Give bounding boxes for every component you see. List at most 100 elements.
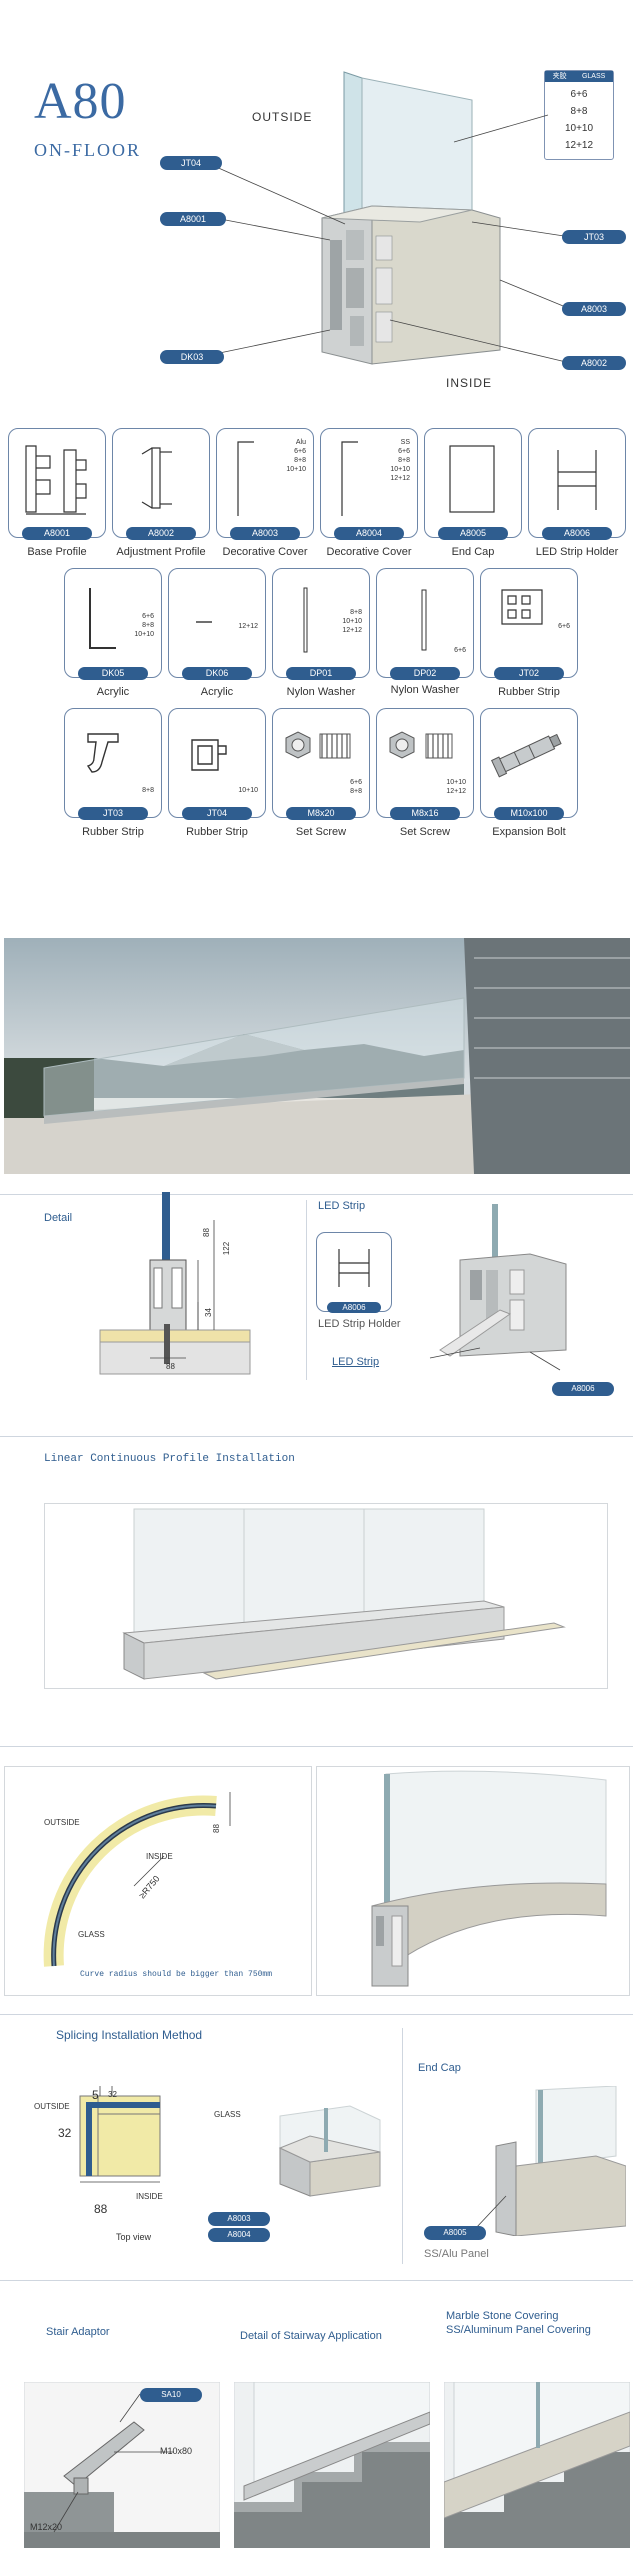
profile-hero-illustration <box>204 71 569 365</box>
curve-dim-label: 88 <box>211 1824 221 1833</box>
part-label: Rubber Strip <box>186 826 248 838</box>
part-code: JT03 <box>78 807 148 820</box>
part-code: M8x20 <box>286 807 356 820</box>
stairway-detail-render <box>234 2382 430 2548</box>
part-label: Set Screw <box>399 826 451 838</box>
balcony-glass-railing-photo <box>4 938 630 1174</box>
part-code: M10x100 <box>494 807 564 820</box>
set-screw-m8x16-drawing <box>389 731 453 759</box>
part-sizes: 8+8 <box>142 787 154 794</box>
part-label: Set Screw <box>295 826 347 838</box>
glass-table-head-0: 夹胶 <box>552 73 567 80</box>
part-label: Rubber Strip <box>82 826 144 838</box>
led-strip-profile-drawing <box>429 1204 567 1371</box>
led-strip-label: LED Strip <box>332 1356 380 1368</box>
detail-title: Detail <box>44 1212 73 1224</box>
set-screw-m8x20-drawing <box>285 731 351 759</box>
part-card-m8x20: 6+6 8+8 M8x20 Set Screw <box>272 708 370 838</box>
part-label: Decorative Cover <box>326 546 412 558</box>
marble-covering-title: Marble Stone Covering <box>446 2310 559 2322</box>
part-sizes: 12+12 <box>238 623 258 630</box>
led-strip-holder-drawing <box>557 450 597 510</box>
part-card-a8006: A8006 LED Strip Holder <box>528 428 626 558</box>
part-sizes: 6+6 <box>454 647 466 654</box>
end-cap-drawing <box>449 445 495 513</box>
panel-covering-render <box>444 2382 630 2548</box>
part-code: A8005 <box>438 527 508 540</box>
callout-dk03: DK03 <box>160 350 224 364</box>
part-code: JT04 <box>182 807 252 820</box>
end-cap-tag: A8005 <box>424 2226 486 2240</box>
stair-adaptor-tag: SA10 <box>140 2388 202 2402</box>
detail-section-drawing <box>99 1192 251 1375</box>
part-sizes: 6+6 8+8 10+10 <box>134 613 154 638</box>
part-label: LED Strip Holder <box>535 546 619 558</box>
stair-bolt-m10x80: M10x80 <box>160 2446 193 2456</box>
part-card-a8005: A8005 End Cap <box>424 428 522 558</box>
stairway-detail-title: Detail of Stairway Application <box>240 2330 382 2342</box>
panel-covering-title: SS/Aluminum Panel Covering <box>446 2324 591 2336</box>
glass-size: 10+10 <box>564 123 594 134</box>
part-label: Nylon Washer <box>286 686 356 698</box>
part-sizes: 10+10 <box>238 787 258 794</box>
linear-installation-title: Linear Continuous Profile Installation <box>44 1453 295 1465</box>
callout-jt03: JT03 <box>562 230 626 244</box>
stair-bolt-m12x20: M12x20 <box>30 2522 63 2532</box>
rubber-strip-jt04-drawing <box>191 739 227 771</box>
decorative-cover-ss-drawing <box>341 441 358 516</box>
part-code: JT02 <box>494 667 564 680</box>
part-code: M8x16 <box>390 807 460 820</box>
end-cap-title: End Cap <box>418 2062 461 2074</box>
part-card-a8003: Alu 6+6 8+8 10+10 A8003 Decorative Cover <box>216 428 314 558</box>
part-label: Acrylic <box>96 686 130 698</box>
rubber-strip-jt03-drawing <box>86 733 119 773</box>
splicing-glass-label: GLASS <box>214 2110 241 2119</box>
splicing-tag-a8003: A8003 <box>208 2212 270 2226</box>
curve-note: Curve radius should be bigger than 750mm <box>80 1970 273 1979</box>
led-holder-icon <box>338 1249 370 1287</box>
curve-diagram-frame <box>4 1766 312 1996</box>
stair-adaptor-drawing <box>24 2382 220 2548</box>
curve-inside-label: INSIDE <box>146 1852 173 1861</box>
glass-size: 8+8 <box>570 106 588 117</box>
curve-profile-render <box>371 1770 607 1987</box>
part-label: Adjustment Profile <box>116 546 206 558</box>
part-card-dp02: 6+6 DP02 Nylon Washer <box>376 568 474 696</box>
nylon-washer-short-drawing <box>421 589 427 651</box>
detail-dim-88-horizontal: 88 <box>166 1362 175 1371</box>
part-sizes: 6+6 <box>558 623 570 630</box>
curve-glass-label: GLASS <box>78 1930 105 1939</box>
expansion-bolt-drawing <box>490 733 562 778</box>
part-card-a8002: A8002 Adjustment Profile <box>112 428 210 558</box>
splicing-top-view-label: Top view <box>116 2232 152 2242</box>
detail-dim-34: 34 <box>203 1308 213 1317</box>
curve-outside-label: OUTSIDE <box>44 1818 80 1827</box>
model-subtitle: ON-FLOOR <box>34 140 142 160</box>
part-card-jt04: 10+10 JT04 Rubber Strip <box>168 708 266 838</box>
part-label: Acrylic <box>200 686 234 698</box>
glass-size: 6+6 <box>570 89 588 100</box>
detail-dim-88-vertical: 88 <box>201 1228 211 1237</box>
curve-photo-frame <box>316 1766 630 1996</box>
callout-a8002: A8002 <box>562 356 626 370</box>
part-sizes: 6+6 8+8 <box>350 779 362 795</box>
part-card-m8x16: 10+10 12+12 M8x16 Set Screw <box>376 708 474 838</box>
splicing-dim-32-left: 32 <box>58 2126 72 2140</box>
model-title: A80 <box>34 73 127 130</box>
callout-jt04: JT04 <box>160 156 222 170</box>
rubber-strip-jt02-drawing <box>501 589 543 625</box>
led-holder-code: A8006 <box>327 1302 381 1313</box>
part-code: DP02 <box>390 667 460 680</box>
part-label: End Cap <box>451 546 495 558</box>
callout-a8001: A8001 <box>160 212 226 226</box>
part-code: A8003 <box>230 527 300 540</box>
detail-dim-122: 122 <box>222 1241 232 1256</box>
splicing-dim-5: 5 <box>92 2088 99 2102</box>
splicing-top-view-drawing <box>79 2086 161 2183</box>
nylon-washer-long-drawing <box>303 587 308 653</box>
curve-diagram <box>43 1792 231 1967</box>
part-code: A8006 <box>542 527 612 540</box>
callout-a8003: A8003 <box>562 302 626 316</box>
splicing-outside-label: OUTSIDE <box>34 2102 70 2111</box>
splicing-title: Splicing Installation Method <box>56 2028 203 2042</box>
